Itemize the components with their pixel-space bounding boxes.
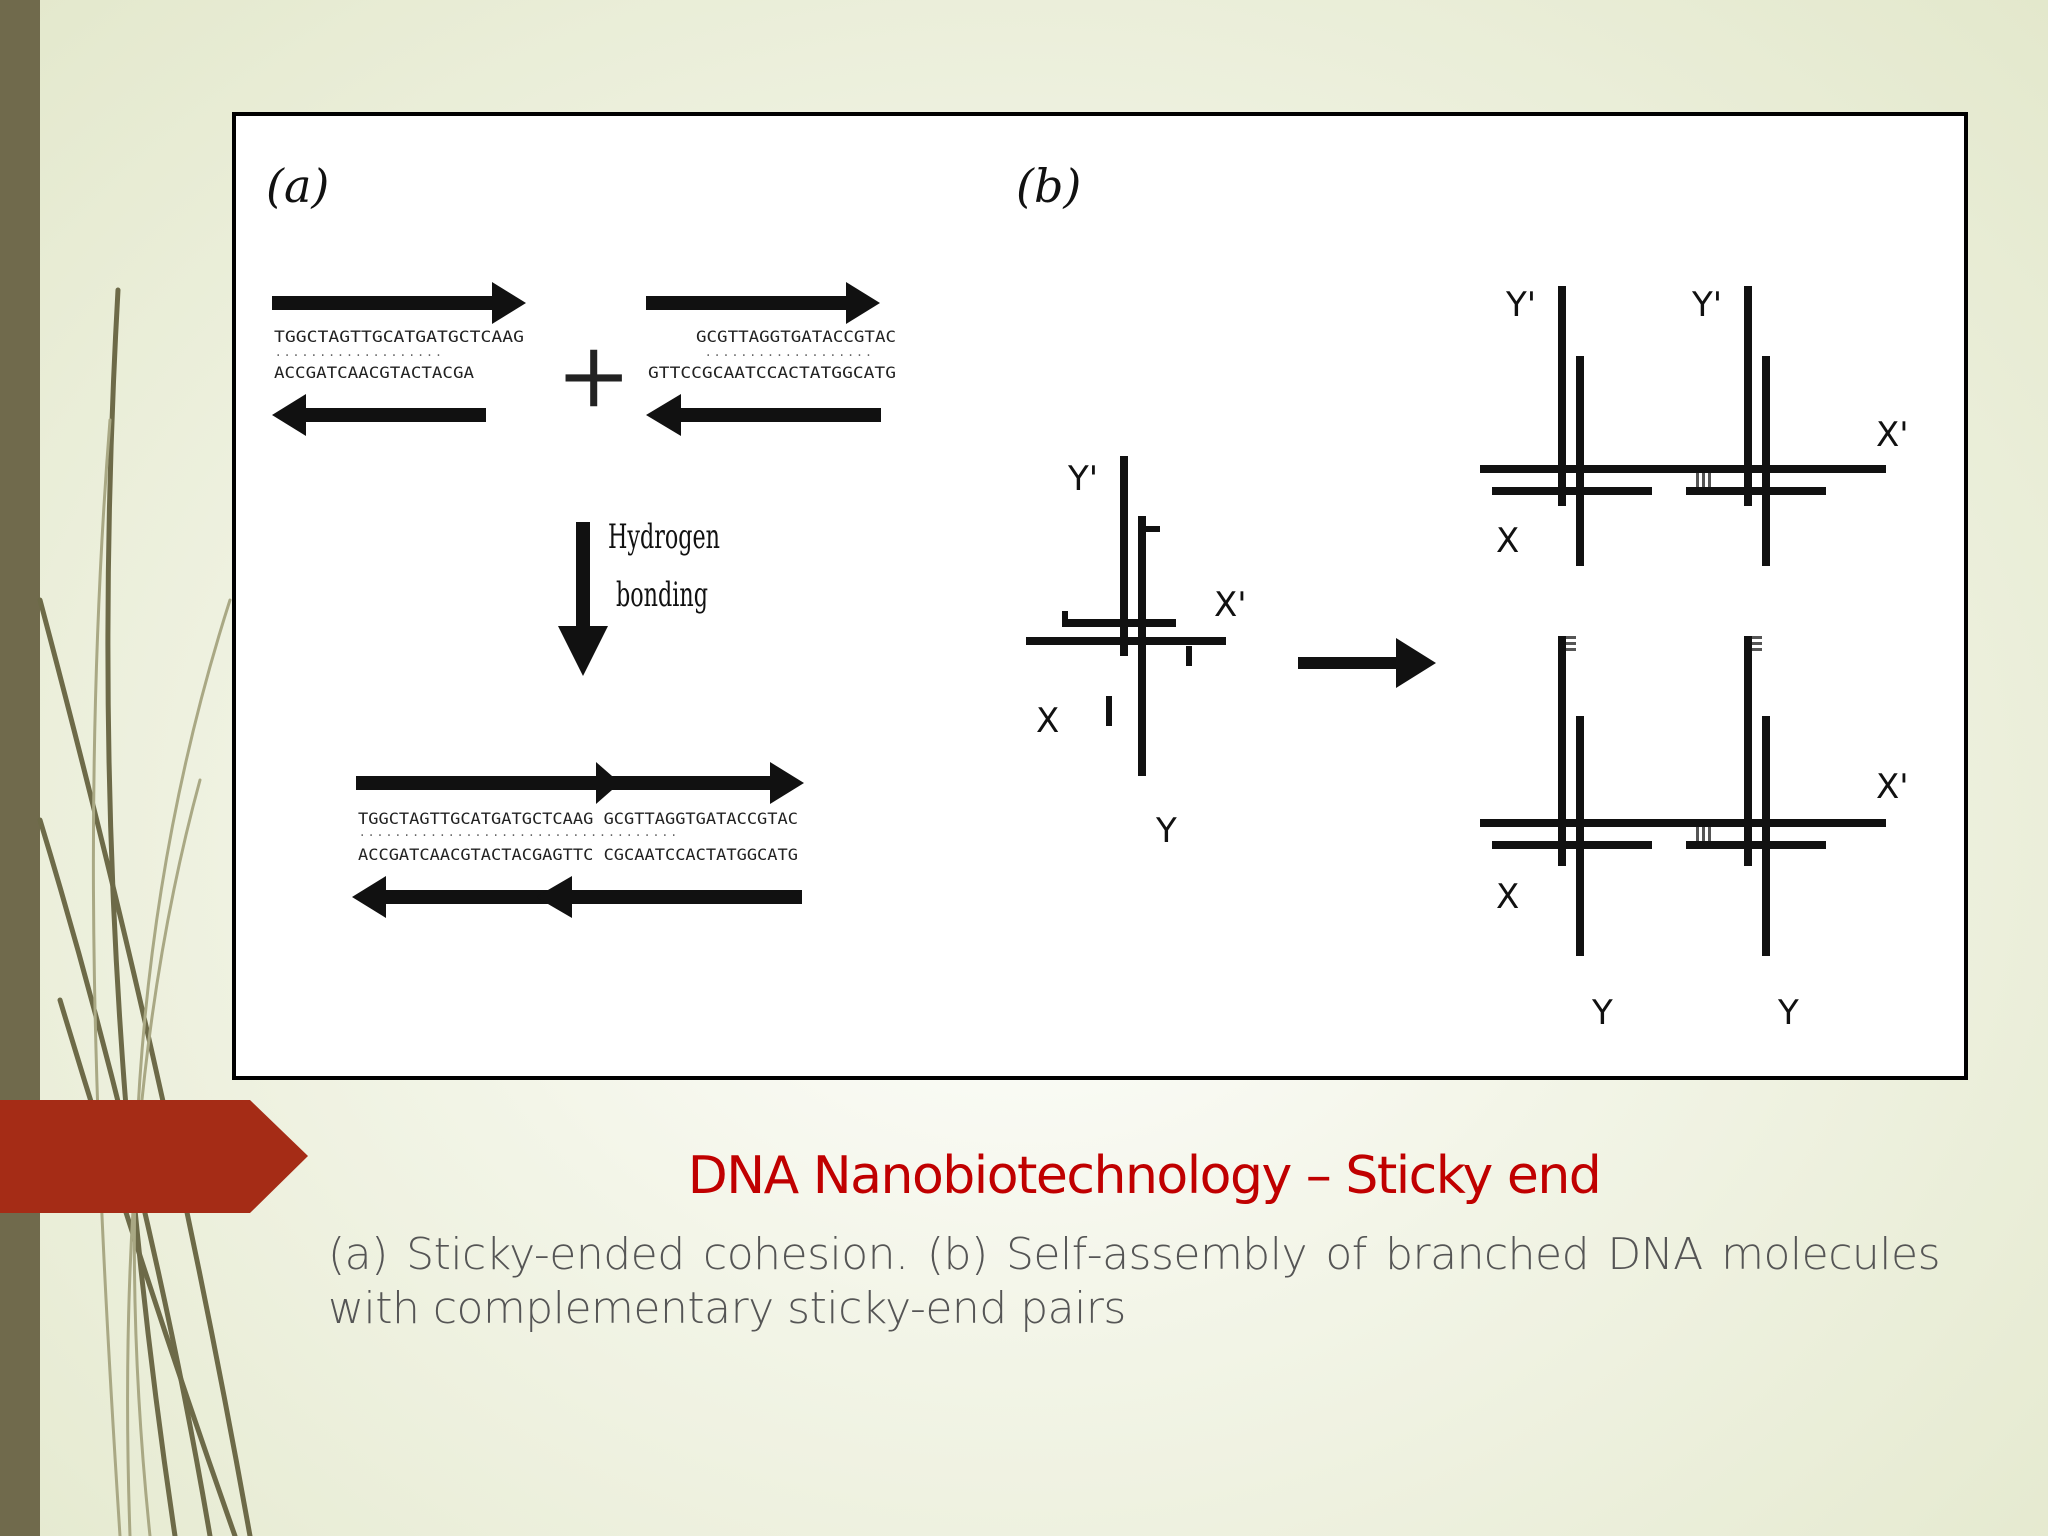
panel-b-label: (b) bbox=[1016, 159, 1081, 213]
lattice-bottom-x: X bbox=[1496, 877, 1519, 917]
assembly-arrow bbox=[1298, 638, 1436, 688]
dna-molecule-2: GCGTTAGGTGATACCGTAC · · · · · · · · · · … bbox=[646, 282, 896, 436]
junction-y: Y bbox=[1155, 811, 1177, 851]
lattice-bottom-x-prime: X' bbox=[1876, 767, 1909, 807]
product-top-seq: TGGCTAGTTGCATGATGCTCAAG GCGTTAGGTGATACCG… bbox=[358, 809, 798, 828]
molecule2-top-seq: GCGTTAGGTGATACCGTAC bbox=[696, 327, 896, 346]
molecule2-dots: · · · · · · · · · · · · · · · · · · · bbox=[706, 348, 871, 364]
lattice-top-x: X bbox=[1496, 521, 1519, 561]
sticky-end-diagram: (a) TGGCTAGTTGCATGATGCTCAAG · · · · · · … bbox=[266, 159, 1909, 1033]
lattice-top-left-y-prime: Y' bbox=[1505, 285, 1536, 325]
junction-y-prime: Y' bbox=[1067, 459, 1098, 499]
title-accent-arrow bbox=[0, 1100, 308, 1213]
lattice-top-right-y-prime: Y' bbox=[1691, 285, 1722, 325]
hydrogen-bonding-arrow bbox=[558, 522, 608, 676]
figure-frame: (a) TGGCTAGTTGCATGATGCTCAAG · · · · · · … bbox=[232, 112, 1968, 1080]
ligated-dna-product: TGGCTAGTTGCATGATGCTCAAG GCGTTAGGTGATACCG… bbox=[352, 762, 804, 918]
slide-title: DNA Nanobiotechnology – Sticky end bbox=[687, 1146, 1602, 1206]
product-bottom-seq: ACCGATCAACGTACTACGAGTTC CGCAATCCACTATGGC… bbox=[358, 845, 798, 864]
side-bar bbox=[0, 0, 40, 1536]
lattice-bottom-right-y: Y bbox=[1777, 993, 1799, 1033]
molecule1-top-seq: TGGCTAGTTGCATGATGCTCAAG bbox=[274, 327, 524, 346]
bonding-label: bonding bbox=[616, 575, 708, 615]
dna-lattice bbox=[1480, 286, 1886, 956]
lattice-bottom-left-y: Y bbox=[1591, 993, 1613, 1033]
dna-molecule-1: TGGCTAGTTGCATGATGCTCAAG · · · · · · · · … bbox=[272, 282, 526, 436]
product-dots: · · · · · · · · · · · · · · · · · · · · … bbox=[360, 828, 676, 844]
lattice-top-x-prime: X' bbox=[1876, 415, 1909, 455]
junction-x-prime: X' bbox=[1214, 585, 1247, 625]
molecule1-bottom-seq: ACCGATCAACGTACTACGA bbox=[274, 363, 474, 382]
slide-caption: (a) Sticky-ended cohesion. (b) Self-asse… bbox=[328, 1229, 1941, 1334]
plus-sign: + bbox=[556, 323, 631, 428]
branched-junction bbox=[1026, 456, 1226, 776]
molecule1-dots: · · · · · · · · · · · · · · · · · · · bbox=[276, 348, 441, 364]
junction-x: X bbox=[1036, 701, 1059, 741]
hydrogen-label: Hydrogen bbox=[608, 517, 720, 557]
panel-a-label: (a) bbox=[266, 159, 329, 213]
molecule2-bottom-seq: GTTCCGCAATCCACTATGGCATG bbox=[648, 363, 896, 382]
